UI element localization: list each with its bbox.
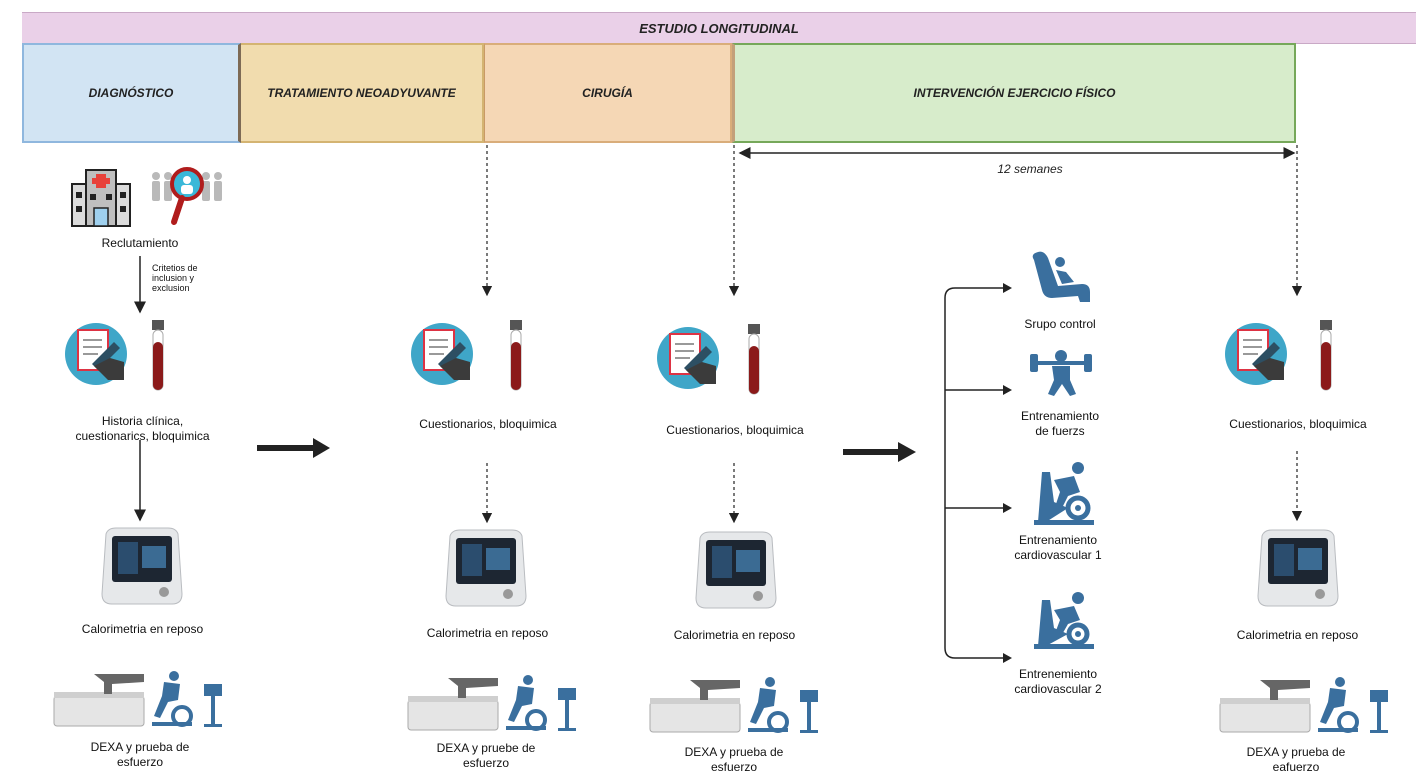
- blood-tube-icon: [152, 320, 164, 391]
- cycling-icon: [1034, 462, 1094, 525]
- phase-intervencion: INTERVENCIÓN EJERCICIO FÍSICO: [732, 43, 1296, 143]
- blood-tube-icon: [748, 324, 760, 395]
- dexa-ergometer-icon: [53, 671, 222, 727]
- col1-dexa-line-1: DEXA y prueba de: [90, 740, 190, 754]
- group-cardio2-line-1: Entrenemiento: [1018, 667, 1098, 681]
- clipboard-icon: [411, 323, 473, 385]
- col4-dexa-label: DEXA y prueba de eafuerzo: [1226, 745, 1366, 775]
- col3-dexa-line-1: DEXA y prueba de: [684, 745, 784, 759]
- criteria-line-3: exclusion: [152, 283, 190, 293]
- col2-history-label: Cuestionarios, bloquimica: [419, 417, 557, 431]
- col1-dexa-label: DEXA y prueba de esfuerzo: [70, 740, 210, 770]
- col2-dexa-line-1: DEXA y pruebe de: [436, 741, 536, 755]
- group-cardio2-line-2: cardiovascular 2: [1014, 682, 1102, 696]
- phase-tratamiento: TRATAMIENTO NEOADYUVANTE: [241, 43, 484, 143]
- col3-dexa-label: DEXA y prueba de esfuerzo: [664, 745, 804, 775]
- group-control-label: Srupo control: [1024, 317, 1096, 331]
- group-cardio1-line-1: Entrenamiento: [1018, 533, 1098, 547]
- clipboard-icon: [65, 323, 127, 385]
- criteria-line-1: Critetios de: [152, 263, 198, 273]
- group-cardio1-label: Entrenamiento cardiovascular 1: [993, 533, 1123, 563]
- criteria-label: Critetios de inclusion y exclusion: [152, 263, 222, 293]
- col3-calorimetry-label: Calorimetria en reposo: [673, 628, 796, 642]
- clipboard-icon: [1225, 323, 1287, 385]
- phase-cirugia: CIRUGÍA: [484, 43, 732, 143]
- col2-dexa-label: DEXA y pruebe de esfuerzo: [416, 741, 556, 771]
- phase-diagnostico: DIAGNÓSTICO: [22, 43, 241, 143]
- phase-diagnostico-label: DIAGNÓSTICO: [88, 86, 174, 100]
- col1-history-label: Historia clínica, cuestionarics, bloquim…: [50, 414, 235, 444]
- hospital-icon: [71, 169, 131, 227]
- dexa-ergometer-icon: [407, 675, 576, 731]
- col2-dexa-line-2: esfuerzo: [462, 756, 510, 770]
- study-banner: ESTUDIO LONGITUDINAL: [22, 12, 1416, 44]
- group-strength-line-1: Entrenamiento: [1020, 409, 1100, 423]
- calorimeter-icon: [1257, 529, 1339, 607]
- group-strength-line-2: de fuerzs: [1035, 424, 1085, 438]
- cycling-icon: [1034, 592, 1094, 649]
- col1-dexa-line-2: esfuerzo: [116, 755, 164, 769]
- criteria-line-2: inclusion y: [152, 273, 195, 283]
- phase-tratamiento-label: TRATAMIENTO NEOADYUVANTE: [267, 86, 456, 100]
- col4-calorimetry-label: Calorimetria en reposo: [1236, 628, 1359, 642]
- col1-history-line-1: Historia clínica,: [101, 414, 184, 428]
- group-strength-label: Entrenamiento de fuerzs: [1000, 409, 1120, 439]
- group-cardio1-line-2: cardiovascular 1: [1014, 548, 1102, 562]
- col4-dexa-line-2: eafuerzo: [1272, 760, 1320, 774]
- dexa-ergometer-icon: [649, 677, 818, 733]
- clipboard-icon: [657, 327, 719, 389]
- col4-history-label: Cuestionarios, bloquimica: [1229, 417, 1367, 431]
- calorimeter-icon: [101, 527, 183, 605]
- col1-history-line-2: cuestionarics, bloquimica: [75, 429, 210, 443]
- recruitment-label: Reclutamiento: [101, 236, 179, 250]
- duration-label: 12 semanes: [997, 162, 1063, 176]
- blood-tube-icon: [510, 320, 522, 391]
- calorimeter-icon: [695, 531, 777, 609]
- col3-dexa-line-2: esfuerzo: [710, 760, 758, 774]
- col3-history-label: Cuestionarios, bloquimica: [666, 423, 804, 437]
- phase-cirugia-label: CIRUGÍA: [582, 86, 633, 100]
- blood-tube-icon: [1320, 320, 1332, 391]
- group-cardio2-label: Entrenemiento cardiovascular 2: [993, 667, 1123, 697]
- armchair-icon: [1032, 251, 1090, 302]
- col4-dexa-line-1: DEXA y prueba de: [1246, 745, 1346, 759]
- calorimeter-icon: [445, 529, 527, 607]
- col2-calorimetry-label: Calorimetria en reposo: [426, 626, 549, 640]
- recruitment-search-icon: [152, 167, 222, 225]
- study-title: ESTUDIO LONGITUDINAL: [639, 20, 799, 36]
- group-bracket: [944, 287, 1005, 659]
- col1-calorimetry-label: Calorimetria en reposo: [81, 622, 204, 636]
- dexa-ergometer-icon: [1219, 677, 1388, 733]
- phase-intervencion-label: INTERVENCIÓN EJERCICIO FÍSICO: [913, 86, 1116, 100]
- weightlifting-icon: [1030, 350, 1092, 396]
